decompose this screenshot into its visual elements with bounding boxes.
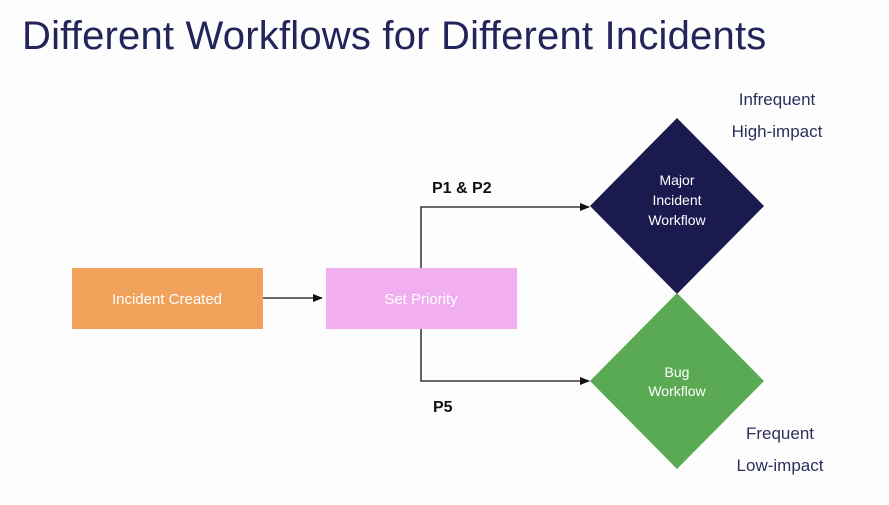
edge-label-p5: P5 xyxy=(433,399,453,416)
incident-created-box xyxy=(72,268,263,329)
bug-workflow-diamond xyxy=(590,293,764,469)
bug-workflow-label-line-2: Workflow xyxy=(648,383,706,399)
node-bug-workflow: Bug Workflow xyxy=(590,293,764,469)
node-incident-created: Incident Created xyxy=(72,268,263,329)
note-major-line-2: High-impact xyxy=(732,122,823,141)
note-major-line-1: Infrequent xyxy=(739,90,816,109)
edge-label-p1-p2: P1 & P2 xyxy=(432,180,492,197)
arrow-priority-to-bug xyxy=(420,329,590,385)
slide-title: Different Workflows for Different Incide… xyxy=(22,14,767,58)
major-workflow-label-line-2: Incident xyxy=(652,192,701,208)
major-workflow-label-line-3: Workflow xyxy=(648,212,706,228)
arrow-priority-to-major xyxy=(420,203,590,268)
major-workflow-label-line-1: Major xyxy=(659,172,694,188)
incident-created-label: Incident Created xyxy=(112,291,222,308)
major-workflow-diamond xyxy=(590,118,764,294)
bug-workflow-label-line-1: Bug xyxy=(665,364,690,380)
node-set-priority: Set Priority xyxy=(326,268,517,329)
node-major-incident-workflow: Major Incident Workflow xyxy=(590,118,764,294)
note-bug-line-2: Low-impact xyxy=(737,456,824,475)
set-priority-label: Set Priority xyxy=(384,291,458,308)
note-bug-line-1: Frequent xyxy=(746,424,814,443)
set-priority-box xyxy=(326,268,517,329)
